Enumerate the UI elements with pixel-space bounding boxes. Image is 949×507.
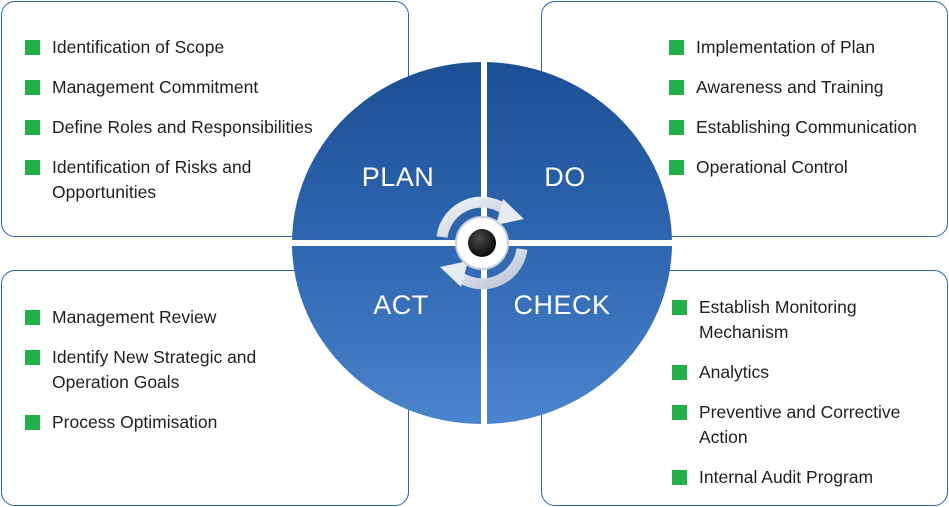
bullet-square-icon: [25, 350, 40, 365]
bullet-square-icon: [672, 365, 687, 380]
list-item-label: Identification of Scope: [52, 37, 225, 57]
list-item-label: Preventive and Corrective Action: [699, 402, 901, 447]
list-item: Define Roles and Responsibilities: [25, 115, 345, 140]
list-item-label: Identify New Strategic and Operation Goa…: [52, 347, 257, 392]
list-item: Implementation of Plan: [669, 35, 939, 60]
bullet-square-icon: [672, 470, 687, 485]
do-list: Implementation of Plan Awareness and Tra…: [669, 35, 939, 195]
bullet-square-icon: [669, 80, 684, 95]
bullet-square-icon: [25, 415, 40, 430]
list-item-label: Establishing Communication: [696, 117, 917, 137]
bullet-square-icon: [672, 300, 687, 315]
list-item-label: Implementation of Plan: [696, 37, 875, 57]
list-item: Establishing Communication: [669, 115, 939, 140]
list-item-label: Management Review: [52, 307, 217, 327]
plan-list: Identification of Scope Management Commi…: [25, 35, 345, 220]
list-item-label: Establish Monitoring Mechanism: [699, 297, 857, 342]
bullet-square-icon: [25, 80, 40, 95]
list-item: Identification of Risks and Opportunitie…: [25, 155, 292, 205]
plan-label: PLAN: [361, 162, 435, 192]
list-item-label: Define Roles and Responsibilities: [52, 117, 313, 137]
act-list: Management Review Identify New Strategic…: [25, 305, 295, 450]
bullet-square-icon: [669, 40, 684, 55]
list-item: Awareness and Training: [669, 75, 939, 100]
list-item: Analytics: [672, 360, 942, 385]
bullet-square-icon: [25, 120, 40, 135]
bullet-square-icon: [672, 405, 687, 420]
list-item-label: Analytics: [699, 362, 770, 382]
bullet-square-icon: [669, 120, 684, 135]
check-list: Establish Monitoring Mechanism Analytics…: [672, 295, 942, 505]
list-item-label: Internal Audit Program: [699, 467, 874, 487]
list-item: Management Commitment: [25, 75, 345, 100]
list-item: Establish Monitoring Mechanism: [672, 295, 909, 345]
list-item-label: Operational Control: [696, 157, 848, 177]
list-item: Management Review: [25, 305, 295, 330]
list-item: Process Optimisation: [25, 410, 295, 435]
list-item: Operational Control: [669, 155, 939, 180]
list-item-label: Process Optimisation: [52, 412, 218, 432]
bullet-square-icon: [25, 310, 40, 325]
bullet-square-icon: [25, 160, 40, 175]
check-label: CHECK: [513, 290, 611, 320]
list-item: Preventive and Corrective Action: [672, 400, 944, 450]
pdca-cycle-circle: [290, 62, 675, 424]
list-item: Identification of Scope: [25, 35, 345, 60]
list-item-label: Management Commitment: [52, 77, 259, 97]
bullet-square-icon: [669, 160, 684, 175]
cycle-arrows-icon: [436, 196, 528, 290]
list-item-label: Identification of Risks and Opportunitie…: [52, 157, 252, 202]
list-item: Identify New Strategic and Operation Goa…: [25, 345, 302, 395]
bullet-square-icon: [25, 40, 40, 55]
do-label: DO: [544, 162, 586, 192]
list-item: Internal Audit Program: [672, 465, 942, 490]
list-item-label: Awareness and Training: [696, 77, 884, 97]
act-label: ACT: [373, 290, 429, 320]
